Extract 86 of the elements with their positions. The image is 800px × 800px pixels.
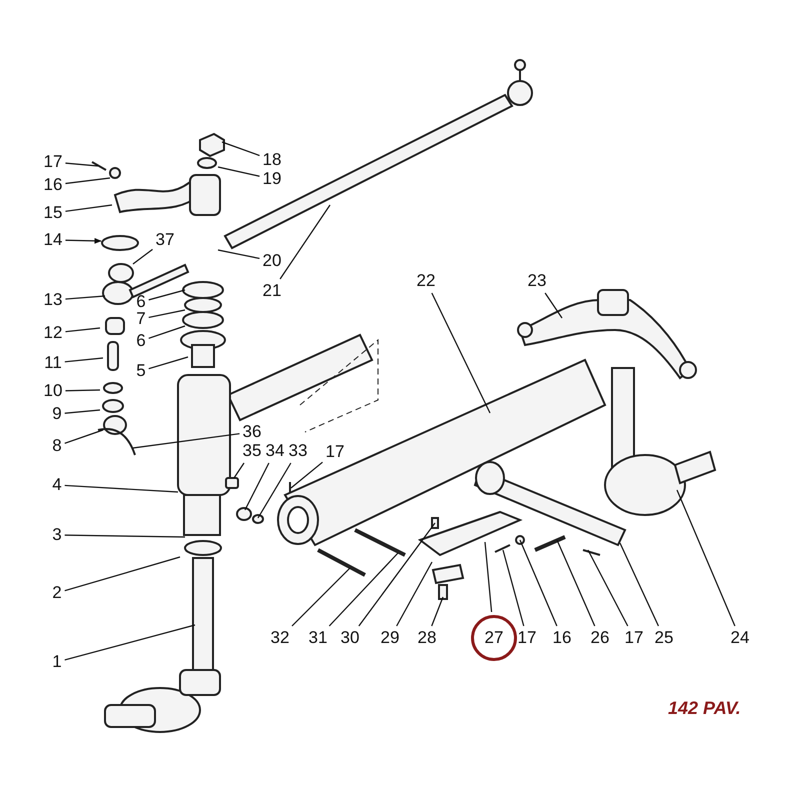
callout-number: 4 <box>52 476 62 494</box>
callout-number: 30 <box>340 629 360 647</box>
leader-line <box>431 292 491 414</box>
ball-joint-drawing <box>108 263 134 283</box>
leader-line <box>257 462 292 518</box>
leader-line <box>148 325 186 339</box>
callout-number: 12 <box>44 324 62 342</box>
leader-line <box>132 433 240 449</box>
leader-line <box>587 550 628 626</box>
leader-line <box>218 166 260 177</box>
callout-number: 33 <box>288 442 308 460</box>
callout-number: 6 <box>136 332 146 350</box>
leader-line <box>64 429 104 444</box>
callout-number: 29 <box>380 629 400 647</box>
callout-number: 17 <box>326 443 344 461</box>
leader-line <box>290 462 323 488</box>
leader-line <box>234 462 244 478</box>
leader-line <box>292 568 350 626</box>
leader-line <box>64 409 100 414</box>
leader-line <box>218 249 260 260</box>
leader-line <box>64 484 178 493</box>
leader-line <box>358 522 436 626</box>
leader-line <box>132 248 153 264</box>
callout-number: 25 <box>654 629 674 647</box>
callout-number: 7 <box>136 310 146 328</box>
callout-number: 17 <box>624 629 644 647</box>
callout-number: 20 <box>262 252 282 270</box>
leader-line <box>222 141 260 156</box>
leader-line <box>148 289 186 300</box>
callout-number: 26 <box>590 629 610 647</box>
leader-line <box>619 542 659 626</box>
leader-line <box>556 540 596 626</box>
callout-number: 10 <box>44 382 62 400</box>
callout-number: 13 <box>44 291 62 309</box>
callout-number: 16 <box>552 629 572 647</box>
callout-number: 14 <box>44 231 62 249</box>
leader-line <box>64 556 180 592</box>
leader-line <box>65 295 106 300</box>
leader-line <box>484 542 492 612</box>
callout-number: 8 <box>52 437 62 455</box>
callout-number: 3 <box>52 526 62 544</box>
leader-line <box>64 534 186 538</box>
leader-line <box>65 238 102 244</box>
callout-number: 28 <box>418 629 436 647</box>
leader-line <box>431 596 444 626</box>
callout-number: 1 <box>52 653 62 671</box>
page-note: 142 PAV. <box>668 698 741 719</box>
leader-line <box>502 550 524 626</box>
leader-line <box>544 292 562 318</box>
callout-number: 36 <box>242 423 262 441</box>
callout-number: 6 <box>136 293 146 311</box>
callout-number: 9 <box>52 405 62 423</box>
callout-number: 34 <box>266 442 284 460</box>
callout-number: 24 <box>730 629 750 647</box>
callout-number: 15 <box>44 204 62 222</box>
leader-line <box>396 562 433 626</box>
circled-callout-number: 27 <box>471 615 517 661</box>
leader-line <box>65 177 110 184</box>
callout-number: 31 <box>308 629 328 647</box>
leader-line <box>64 357 104 362</box>
callout-number: 19 <box>262 170 282 188</box>
callout-number: 16 <box>44 176 62 194</box>
callout-number: 2 <box>52 584 62 602</box>
leader-line <box>676 490 736 626</box>
leader-line <box>280 204 330 280</box>
leader-line <box>65 327 100 332</box>
callout-number: 18 <box>262 151 282 169</box>
callout-number: 17 <box>518 629 536 647</box>
leader-line <box>244 462 270 510</box>
leader-line <box>328 552 398 626</box>
callout-number: 35 <box>242 442 262 460</box>
callout-number: 22 <box>416 272 436 290</box>
leader-line <box>148 309 186 318</box>
callout-number: 11 <box>44 354 62 372</box>
callout-number: 17 <box>44 153 62 171</box>
leader-line <box>65 162 98 167</box>
leader-line <box>148 356 188 370</box>
leader-line <box>65 389 100 392</box>
callout-number: 23 <box>528 272 546 290</box>
callout-number: 37 <box>156 231 174 249</box>
callout-number: 21 <box>262 282 282 300</box>
callout-number: 32 <box>270 629 290 647</box>
leader-line <box>519 540 558 626</box>
leader-line <box>65 204 112 212</box>
leader-line <box>64 624 196 660</box>
callout-number: 5 <box>136 362 146 380</box>
